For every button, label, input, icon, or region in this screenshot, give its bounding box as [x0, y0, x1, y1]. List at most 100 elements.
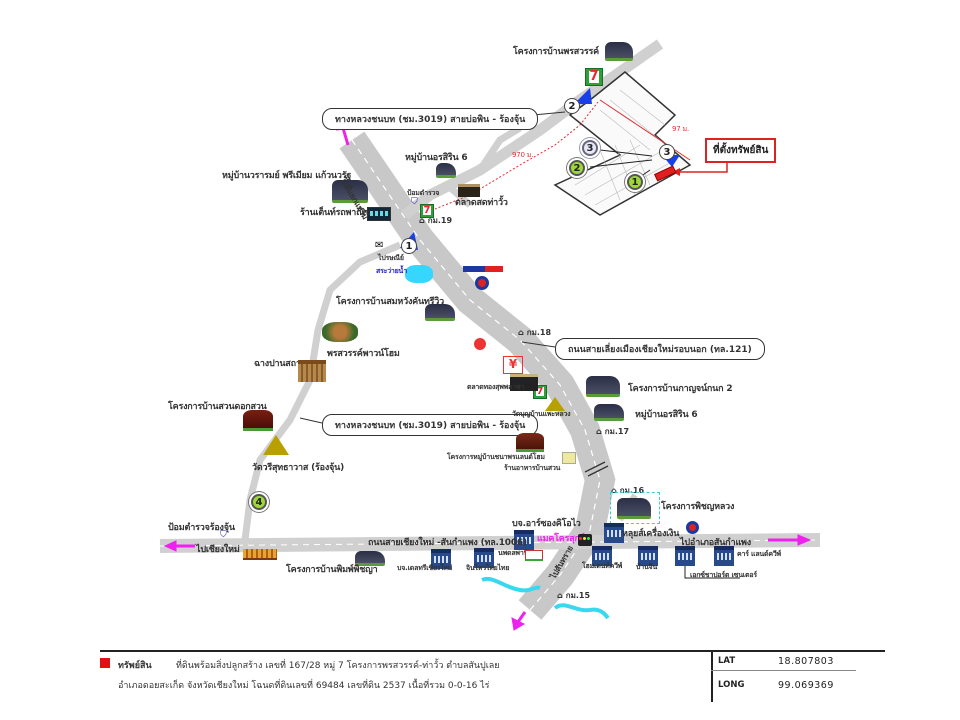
label-post-office: ไปรษณีย์ [378, 254, 404, 262]
pin-2-legend: 2 [569, 160, 585, 176]
market-icon [458, 184, 480, 197]
arrow-to-san-kamphaeng [768, 534, 812, 546]
callout-ring-road-121: ถนนสายเลี่ยงเมืองเชียงใหม่รอบนอก (ทล.121… [555, 338, 765, 360]
gas-station-sign [463, 266, 485, 272]
market-icon [510, 374, 538, 391]
label-baan-chin: บ้านจีน [636, 563, 658, 571]
label-village-warun: หมู่บ้านวรารมย์ พรีเมียม แก้วนวรัฐ [222, 171, 352, 181]
label-global-house: หลุยส์เครื่องเงิน [622, 529, 680, 539]
seven-eleven-icon: 7 [585, 68, 603, 86]
km-marker-18: กม.18 [518, 326, 551, 339]
label-to-san-kamphaeng: ไปอำเภอสันกำแพง [680, 538, 751, 548]
label-village-orasirin6-top: หมู่บ้านอรสิริน 6 [405, 153, 468, 163]
leader-p3a [599, 149, 653, 157]
gas-station-icon [475, 276, 489, 290]
legend-property-swatch [100, 658, 110, 668]
arrow-to-chiang-mai [163, 540, 195, 552]
distance-970: 970 ม. [512, 151, 534, 159]
km-marker-16: กม.16 [611, 484, 644, 497]
label-kanchanakanok: โครงการบ้านกาญจน์กนก 2 [628, 384, 733, 394]
label-warehouse: ฉางปานสถาน [254, 359, 307, 369]
label-police-box-top: ป้อมตำรวจ [407, 189, 440, 197]
leader-ring [521, 341, 556, 348]
leader-p2a [589, 159, 653, 168]
building-icon [431, 549, 451, 569]
label-restaurant: ร้านอาหารบ้านสวน [504, 464, 561, 472]
label-car-land: คาร์ แลนด์ควีพ์ [737, 550, 781, 558]
gas-station-icon [686, 521, 699, 534]
footer-info: ทรัพย์สิน ที่ดินพร้อมสิ่งปลูกสร้าง เลขที… [0, 640, 960, 720]
label-orasirin6-bottom: หมู่บ้านอรสิริน 6 [635, 410, 698, 420]
road-3019-south [241, 241, 402, 541]
footer-divider [100, 650, 885, 652]
property-description-line1: ที่ดินพร้อมสิ่งปลูกสร้าง เลขที่ 167/28 ห… [176, 661, 500, 671]
label-makro: แมคโครสุกร์ [537, 534, 585, 544]
lat-label: LAT [718, 656, 736, 666]
route-dotted-970 [419, 101, 599, 216]
legend-property-title: ทรัพย์สิน [118, 661, 152, 671]
temple-icon [545, 397, 565, 411]
label-pincheri: โครงการบ้านพิมพ์พิชญา [286, 565, 378, 575]
building-icon [604, 523, 624, 543]
property-location-label: ที่ตั้งทรัพย์สิน [705, 138, 777, 163]
pin-road-4: 4 [251, 494, 267, 510]
label-to-chiang-mai: ไปเชียงใหม่ [196, 545, 240, 555]
blue-arrow-junction-2 [574, 88, 592, 104]
label-market-bottom: ตลาดทองสุพพลาซ่า [467, 383, 525, 391]
label-lotus: เอกซ์ชาปอร์ต เซนเตอร์ [690, 571, 757, 579]
police-box-icon: ⛉ [220, 530, 227, 540]
callout-road-3019-top: ทางหลวงชนบท (ชม.3019) สายบ่อพิน - ร้องจุ… [322, 108, 539, 130]
label-car-shop: ร้านเต็นท์รถพาณิช [300, 208, 371, 218]
label-pihwang: โครงการพิชญหลวง [661, 502, 735, 512]
river-east [553, 603, 610, 620]
police-box-icon: ⛉ [411, 197, 418, 207]
warehouse-icon [298, 360, 326, 382]
label-village-project-bottom: โครงการหมู่บ้านชนาพรแลนด์โฮม [447, 453, 545, 461]
house-icon [605, 42, 633, 61]
building-icon [714, 546, 734, 566]
label-company-ro: บจ.อาร์ซองคิโอไว [512, 519, 581, 529]
label-temple-small: วัดบุญบ้านแพะหลวง [512, 410, 571, 418]
house-icon [586, 376, 620, 397]
coord-divider [711, 670, 856, 671]
resort-icon [322, 322, 358, 342]
road-break-mark [584, 461, 609, 477]
km-marker-15: กม.15 [557, 589, 590, 602]
house-icon [516, 433, 544, 452]
lat-value: 18.807803 [778, 656, 834, 667]
label-phraswan-project: โครงการบ้านพรสวรรค์ [513, 47, 599, 57]
shop-row-icon [243, 549, 277, 560]
route-dotted-97 [599, 99, 691, 161]
pin-3-legend: 3 [582, 140, 598, 156]
small-market-icon [525, 550, 543, 561]
temple-icon [263, 435, 289, 455]
building-icon [514, 530, 534, 550]
road-branch-north [477, 124, 522, 172]
post-icon: ✉ [375, 240, 384, 251]
building-icon [474, 548, 494, 568]
label-home-pro: โฮมเดนท์ควีพ์ [582, 562, 623, 570]
km-marker-19: กม.19 [419, 214, 452, 227]
house-icon [594, 404, 624, 421]
house-icon [436, 163, 456, 178]
label-jin-hua: จินไหวไทยไทย [466, 564, 510, 572]
building-icon [638, 546, 658, 566]
km-marker-17: กม.17 [596, 425, 629, 438]
label-temple-ron: วัดวรีสุทธาวาส (ร้องจุ้น) [252, 463, 344, 473]
leader-bottom [299, 417, 323, 424]
main-highway-center [351, 139, 601, 611]
callout-road-3019-bottom: ทางหลวงชนบท (ชม.3019) สายบ่อพิน - ร้องจุ… [322, 414, 539, 436]
map-roads-layer [159, 39, 821, 631]
river-west [481, 576, 541, 593]
label-phraswan-romyo: พรสวรรค์พาวน์โฮม [327, 349, 400, 359]
pin-junction-1: 1 [401, 238, 417, 254]
label-small-market: นพดลพานิช [498, 549, 533, 557]
pin-junction-2: 2 [564, 98, 580, 114]
leader-p1a [639, 169, 651, 178]
highway-1006-center [159, 539, 821, 547]
red-circle-icon [474, 338, 486, 350]
pin-site-3: 3 [659, 144, 675, 160]
traffic-light-icon [578, 534, 592, 546]
house-icon [617, 498, 651, 519]
property-marker [654, 165, 677, 182]
